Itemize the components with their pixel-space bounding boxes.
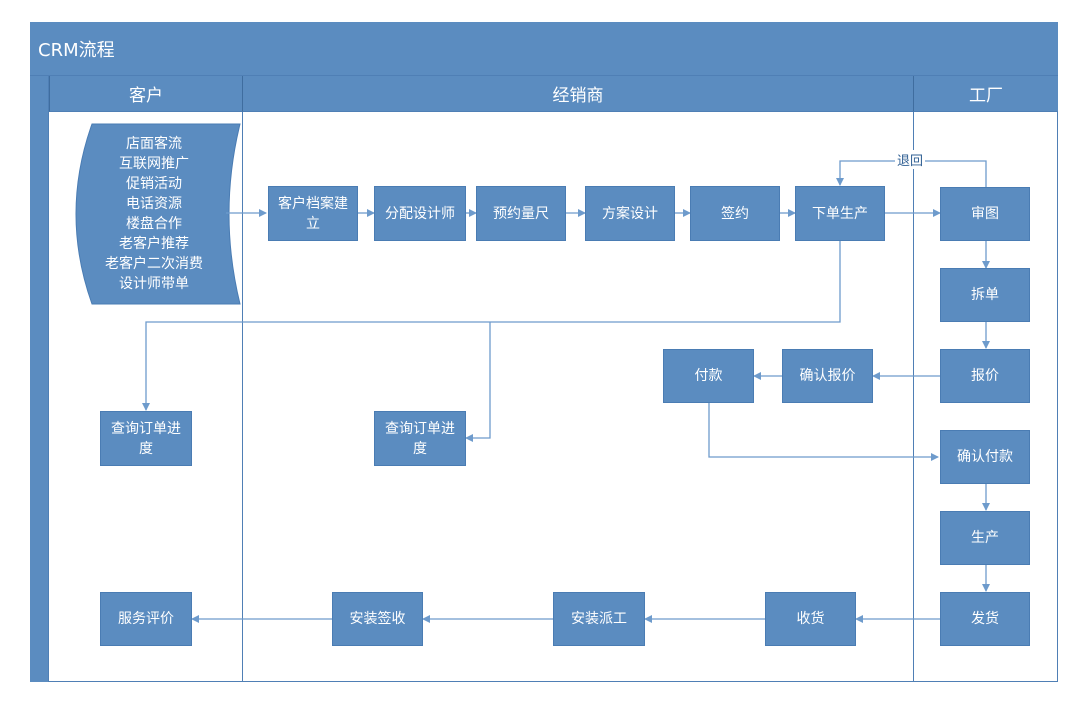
step-plan-design[interactable]: 方案设计 <box>585 186 675 241</box>
source-item: 促销活动 <box>126 176 182 192</box>
customer-sources: 店面客流 互联网推广 促销活动 电话资源 楼盘合作 老客户推荐 老客户二次消费 … <box>65 124 243 304</box>
lane-header-customer: 客户 <box>49 76 242 112</box>
left-strip <box>30 76 49 682</box>
source-item: 老客户二次消费 <box>105 256 203 272</box>
step-archive[interactable]: 客户档案建立 <box>268 186 358 241</box>
step-install-signoff[interactable]: 安装签收 <box>332 592 423 646</box>
lane-header-dealer: 经销商 <box>242 76 913 112</box>
step-confirm-quote[interactable]: 确认报价 <box>782 349 873 403</box>
edge-order-query-customer <box>142 241 841 411</box>
step-split-order[interactable]: 拆单 <box>940 268 1030 322</box>
step-query-customer[interactable]: 查询订单进度 <box>100 411 192 466</box>
step-receive[interactable]: 收货 <box>765 592 856 646</box>
step-dispatch-install[interactable]: 安装派工 <box>553 592 645 646</box>
source-shape <box>75 123 241 305</box>
edge-pay-confirm-payment <box>708 403 939 461</box>
lane-header-factory: 工厂 <box>913 76 1058 112</box>
step-sign[interactable]: 签约 <box>690 186 780 241</box>
step-confirm-payment[interactable]: 确认付款 <box>940 430 1030 484</box>
source-item: 互联网推广 <box>119 156 189 172</box>
edge-order-query-dealer <box>465 322 491 442</box>
step-query-dealer[interactable]: 查询订单进度 <box>374 411 466 466</box>
source-item: 老客户推荐 <box>119 236 189 252</box>
diagram-title: CRM流程 <box>30 22 1058 76</box>
lane-divider-1 <box>242 112 243 682</box>
step-assign-designer[interactable]: 分配设计师 <box>374 186 466 241</box>
step-quote[interactable]: 报价 <box>940 349 1030 403</box>
step-produce[interactable]: 生产 <box>940 511 1030 565</box>
step-review-drawing[interactable]: 审图 <box>940 187 1030 241</box>
source-item: 店面客流 <box>126 136 182 152</box>
return-label: 退回 <box>895 150 926 169</box>
step-service-review[interactable]: 服务评价 <box>100 592 192 646</box>
step-ship[interactable]: 发货 <box>940 592 1030 646</box>
source-item: 楼盘合作 <box>126 216 182 232</box>
source-item: 设计师带单 <box>119 276 189 292</box>
step-pay[interactable]: 付款 <box>663 349 754 403</box>
step-measure[interactable]: 预约量尺 <box>476 186 566 241</box>
source-item: 电话资源 <box>126 196 182 212</box>
step-order-production[interactable]: 下单生产 <box>795 186 885 241</box>
lane-divider-2 <box>913 112 914 682</box>
